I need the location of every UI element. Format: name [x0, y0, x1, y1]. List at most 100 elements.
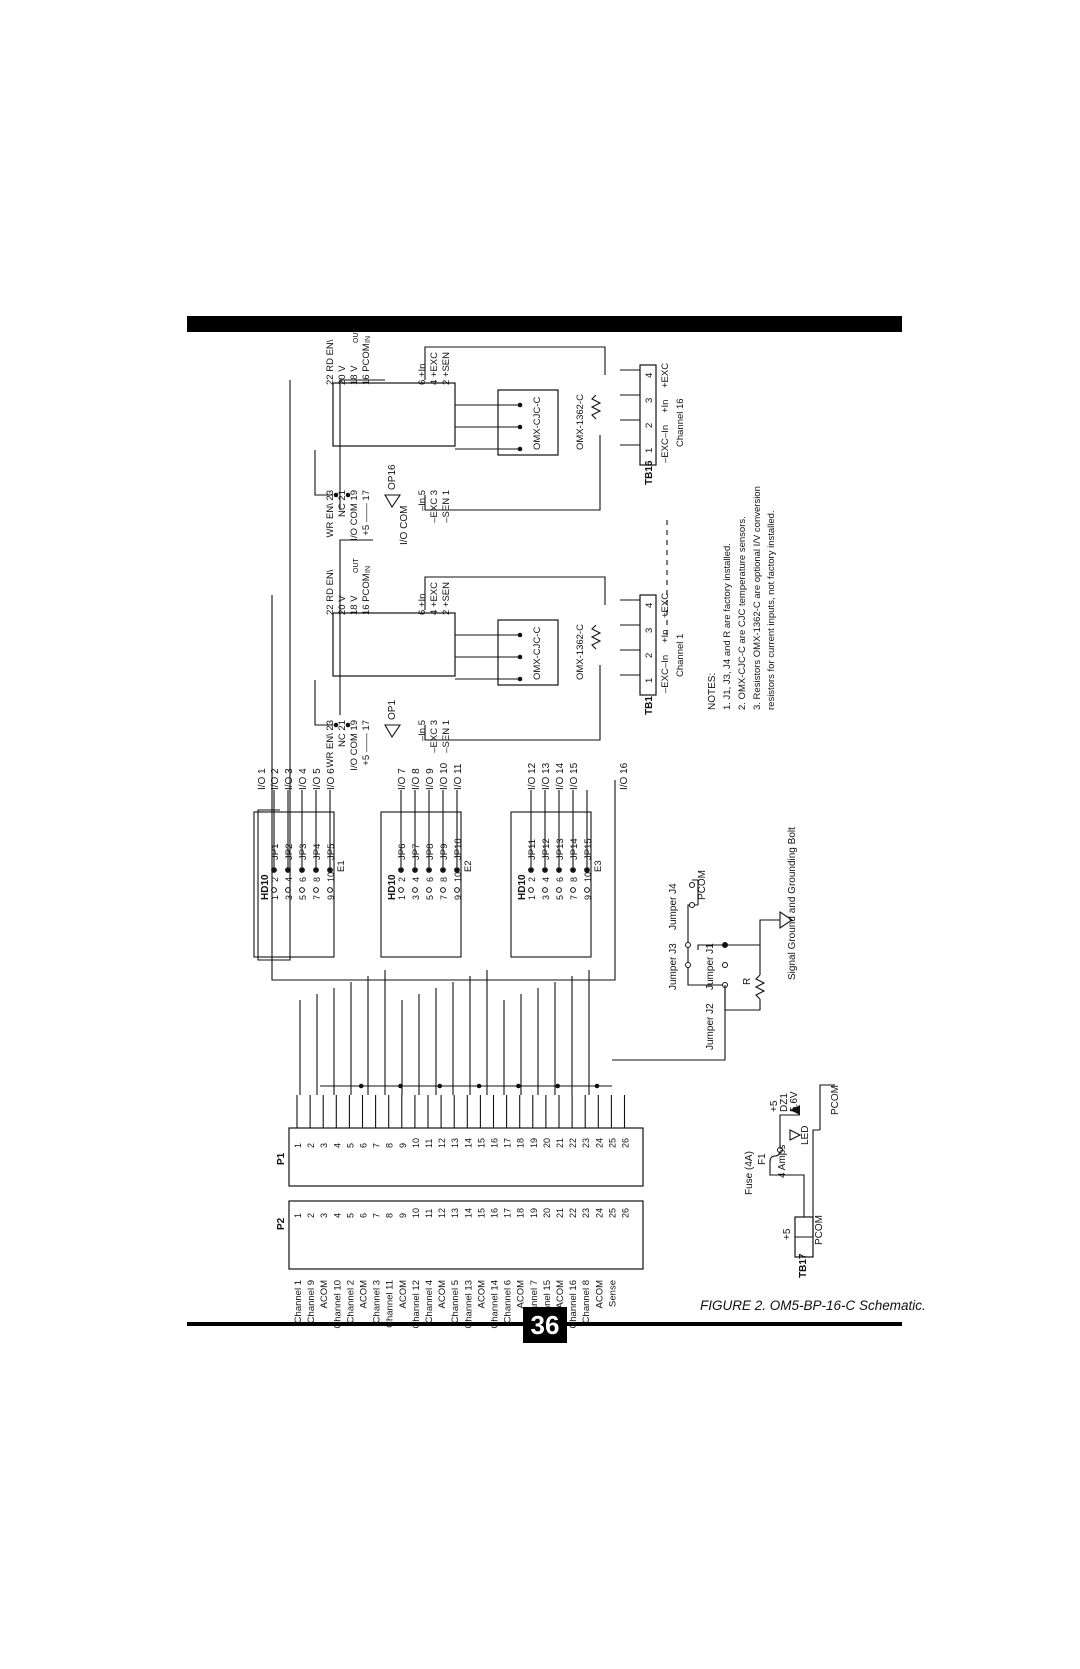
header-pin-odd: 7 [439, 895, 449, 900]
p1-pin-number: 22 [568, 1138, 578, 1148]
terminal-signal: +In [660, 630, 671, 643]
header-pin [412, 887, 418, 893]
note-3: 3. Resistors OMX-1362-C are optional I/V… [752, 486, 763, 710]
terminal-signal: +EXC [660, 363, 671, 388]
resistor-symbol [590, 394, 602, 420]
module-left-pin: +5 —— 17 [361, 490, 372, 536]
p2-signal-label: ACOM [516, 1280, 527, 1309]
p1-pin-number: 15 [476, 1138, 486, 1148]
p2-pin-number: 25 [607, 1208, 617, 1218]
p1-pin-number: 11 [424, 1139, 434, 1148]
top-rule [187, 316, 902, 332]
module-right-pin: 22 RD EN\ [325, 339, 336, 385]
p2-signal-label: Channel 1 [293, 1280, 304, 1323]
p1-pin-number: 2 [306, 1143, 316, 1148]
p2-pin-number: 18 [516, 1208, 526, 1218]
module-wire [424, 435, 601, 511]
p1-pin-number: 24 [594, 1138, 604, 1148]
header-bus-label: E3 [593, 860, 604, 872]
p2-pin-number: 7 [372, 1213, 382, 1218]
header-junction [571, 868, 575, 872]
p2-signal-label: Channel 4 [424, 1280, 435, 1323]
led-label: LED [800, 1126, 811, 1145]
p2-signal-label: Channel 7 [529, 1280, 540, 1323]
header-io-label: I/O 2 [270, 768, 281, 790]
header-pin-even: 6 [425, 877, 435, 882]
module-junction [345, 722, 351, 728]
header-io-label: I/O 10 [439, 762, 450, 790]
p1-pin-number: 13 [450, 1138, 460, 1148]
notes-title: NOTES: [707, 673, 718, 710]
terminal-pin: 1 [644, 678, 655, 683]
header-junction [272, 868, 276, 872]
cjc-label: OMX-CJC-C [532, 627, 543, 680]
header-junction [455, 868, 459, 872]
p1-label: P1 [276, 1152, 287, 1165]
p2-signal-label: ACOM [555, 1280, 566, 1309]
connector-p2: P2 [276, 1200, 644, 1270]
module-bottom-left-pin: –In 5 [417, 720, 428, 741]
resistor-label: OMX-1362-C [575, 624, 586, 680]
header-pin [584, 887, 590, 893]
module-wire [314, 680, 333, 726]
header-io-label: I/O 12 [527, 762, 538, 790]
header-pin-odd: 3 [541, 895, 551, 900]
p1-pin-number: 20 [542, 1138, 552, 1148]
channel-label: Channel 1 [675, 634, 686, 677]
p2-pin-number: 22 [568, 1208, 578, 1218]
terminal-pin: 2 [644, 423, 655, 428]
header-pin-odd: 9 [453, 895, 463, 900]
zener-label: 5.6V [789, 1091, 800, 1112]
header-label: HD10 [517, 874, 528, 900]
header-pin-even: 6 [298, 877, 308, 882]
header-junction [286, 868, 290, 872]
dz1-label: DZ1 [779, 1093, 790, 1112]
p2-signal-label: ACOM [476, 1280, 487, 1309]
header-pin-even: 10 [326, 872, 336, 882]
p2-signal-label: Channel 2 [345, 1280, 356, 1323]
p2-pin-number: 11 [424, 1209, 434, 1218]
header-pin-even: 10 [453, 872, 463, 882]
p2-signal-label: ACOM [398, 1280, 409, 1309]
p1-pin-number: 4 [332, 1143, 342, 1148]
p2-signal-label: Channel 10 [332, 1280, 343, 1329]
terminal-block [639, 364, 657, 466]
header-junction [441, 868, 445, 872]
header-pin-odd: 5 [298, 895, 308, 900]
module-junction [333, 722, 339, 728]
p2-signal-label: Channel 6 [503, 1280, 514, 1323]
p1-pin-number: 18 [516, 1138, 526, 1148]
header-pin-odd: 9 [583, 895, 593, 900]
io-16-label: I/O 16 [619, 762, 630, 790]
bus-wires [257, 379, 616, 981]
module-left-pin: WR EN\ 23 [325, 490, 336, 538]
header-pin-even: 4 [284, 877, 294, 882]
header-jumper-label: JP12 [541, 838, 552, 860]
header-jumper-label: JP13 [555, 838, 566, 860]
power-section: Fuse (4A) F1 4 Amps +5 DZ1 5.6V LED PCOM… [744, 1084, 841, 1278]
header-pin-even: 2 [527, 877, 537, 882]
module-bottom-left-pin: –EXC 3 [429, 490, 440, 523]
module-wire [424, 576, 606, 610]
terminal-block [639, 594, 657, 696]
header-io-label: I/O 4 [298, 768, 309, 790]
jumper-j1-label: Jumper J1 [705, 943, 716, 990]
header-bus-label: E2 [463, 860, 474, 872]
p1-pin-number: 1 [293, 1143, 303, 1148]
p1-pin-number: 14 [463, 1138, 473, 1148]
p2-pin-number: 4 [332, 1213, 342, 1218]
module-bottom-right-pin: 6 +In [417, 364, 428, 385]
header-io-label: I/O 15 [569, 762, 580, 790]
p1-pin-number: 25 [607, 1138, 617, 1148]
connector-p1: P1 [276, 1127, 644, 1187]
p1-pin-number: 9 [398, 1143, 408, 1148]
header-pin-odd: 1 [527, 895, 537, 900]
p1-pin-number: 17 [503, 1138, 513, 1148]
header-jumper-label: JP5 [326, 844, 337, 860]
p1-pin-number: 7 [372, 1143, 382, 1148]
